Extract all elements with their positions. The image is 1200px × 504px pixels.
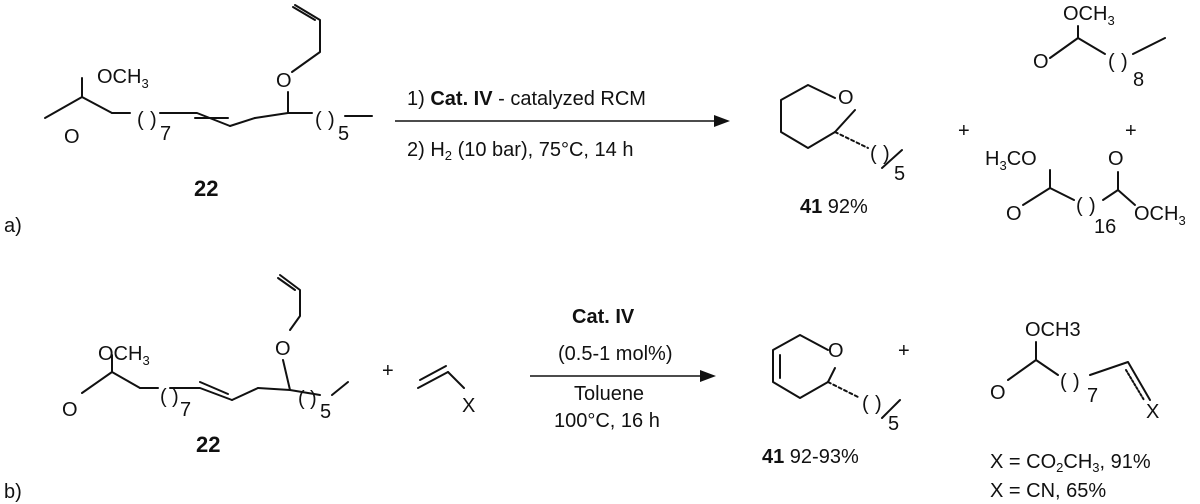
paren-right: ) bbox=[1121, 51, 1128, 73]
paren-right: ) bbox=[1073, 371, 1080, 393]
ring-o: O bbox=[828, 340, 844, 362]
carbonyl-o: O bbox=[1108, 148, 1124, 170]
catalyst-label: Cat. IV bbox=[572, 306, 635, 328]
temperature-time: 100°C, 16 h bbox=[554, 410, 660, 432]
ester-label-left: H3CO bbox=[985, 148, 1037, 173]
paren-left: ( bbox=[298, 388, 305, 410]
chain-n5: 5 bbox=[894, 163, 905, 185]
paren-right: ) bbox=[172, 386, 179, 408]
paren-left: ( bbox=[862, 393, 869, 415]
ester-label: OCH3 bbox=[1025, 319, 1081, 341]
plus-sign: + bbox=[1125, 120, 1137, 142]
plus-sign: + bbox=[958, 120, 970, 142]
chain-n16: 16 bbox=[1094, 216, 1116, 238]
substituent-x: X bbox=[462, 395, 475, 417]
plus-sign: + bbox=[898, 340, 910, 362]
catalyst-loading: (0.5-1 mol%) bbox=[558, 343, 672, 365]
substrate-22-a: OCH3 O ( ) 7 O ( ) 5 22 bbox=[44, 4, 373, 201]
product-41-a: O ( ) 5 41 92% bbox=[780, 84, 905, 218]
chain-n7: 7 bbox=[180, 399, 191, 421]
chain-n5: 5 bbox=[888, 413, 899, 435]
paren-right: ) bbox=[883, 143, 890, 165]
paren-left: ( bbox=[1060, 371, 1067, 393]
paren-right: ) bbox=[150, 109, 157, 131]
chain-n8: 8 bbox=[1133, 69, 1144, 91]
carbonyl-o: O bbox=[62, 399, 78, 421]
plus-sign: + bbox=[382, 360, 394, 382]
product-label: 41 92% bbox=[800, 196, 868, 218]
paren-left: ( bbox=[870, 143, 877, 165]
reaction-arrow-b: Cat. IV (0.5-1 mol%) Toluene 100°C, 16 h bbox=[530, 306, 716, 432]
byproduct-methyl-ester: OCH3 O ( ) 8 bbox=[1033, 3, 1166, 91]
carbonyl-o: O bbox=[1006, 203, 1022, 225]
substituent-x: X bbox=[1146, 401, 1159, 423]
paren-right: ) bbox=[1089, 195, 1096, 217]
vinyl-reagent: X bbox=[417, 365, 475, 417]
compound-number-22: 22 bbox=[196, 432, 220, 457]
part-b: b) OCH3 O ( ) 7 O ( ) 5 22 + bbox=[4, 274, 1159, 503]
result-co2ch3: X = CO2CH3, 91% bbox=[990, 451, 1151, 475]
compound-number-22: 22 bbox=[194, 176, 218, 201]
chain-n5: 5 bbox=[320, 401, 331, 423]
ring-o: O bbox=[838, 87, 854, 109]
ether-o: O bbox=[275, 338, 291, 360]
paren-left: ( bbox=[1108, 51, 1115, 73]
product-label: 41 92-93% bbox=[762, 446, 859, 468]
paren-left: ( bbox=[160, 386, 167, 408]
product-41-b: O ( ) 5 41 92-93% bbox=[762, 334, 901, 468]
ester-label: OCH3 bbox=[98, 343, 150, 368]
carbonyl-o: O bbox=[1033, 51, 1049, 73]
part-b-label: b) bbox=[4, 481, 22, 503]
solvent-label: Toluene bbox=[574, 383, 644, 405]
byproduct-functional-ester: OCH3 O ( ) 7 X bbox=[990, 319, 1159, 423]
chain-n7: 7 bbox=[1087, 385, 1098, 407]
result-cn: X = CN, 65% bbox=[990, 480, 1106, 502]
reaction-arrow-a: 1) Cat. IV - catalyzed RCM 2) H2 (10 bar… bbox=[395, 88, 730, 163]
ester-label: OCH3 bbox=[97, 66, 149, 91]
paren-right: ) bbox=[310, 388, 317, 410]
paren-right: ) bbox=[328, 109, 335, 131]
paren-left: ( bbox=[1076, 195, 1083, 217]
condition-2: 2) H2 (10 bar), 75°C, 14 h bbox=[407, 139, 633, 163]
part-a: a) OCH3 O ( ) 7 O ( ) 5 22 bbox=[4, 3, 1186, 238]
carbonyl-o: O bbox=[990, 382, 1006, 404]
ester-label: OCH3 bbox=[1063, 3, 1115, 28]
ester-label-right: OCH3 bbox=[1134, 203, 1186, 228]
paren-right: ) bbox=[875, 393, 882, 415]
part-a-label: a) bbox=[4, 215, 22, 237]
chain-n7: 7 bbox=[160, 123, 171, 145]
byproduct-diester: H3CO O O ( ) 16 OCH3 bbox=[985, 148, 1186, 238]
paren-left: ( bbox=[315, 109, 322, 131]
carbonyl-o: O bbox=[64, 126, 80, 148]
chain-n5: 5 bbox=[338, 123, 349, 145]
substrate-22-b: OCH3 O ( ) 7 O ( ) 5 22 bbox=[62, 274, 349, 457]
ether-o: O bbox=[276, 70, 292, 92]
paren-left: ( bbox=[137, 109, 144, 131]
condition-1: 1) Cat. IV - catalyzed RCM bbox=[407, 88, 646, 110]
